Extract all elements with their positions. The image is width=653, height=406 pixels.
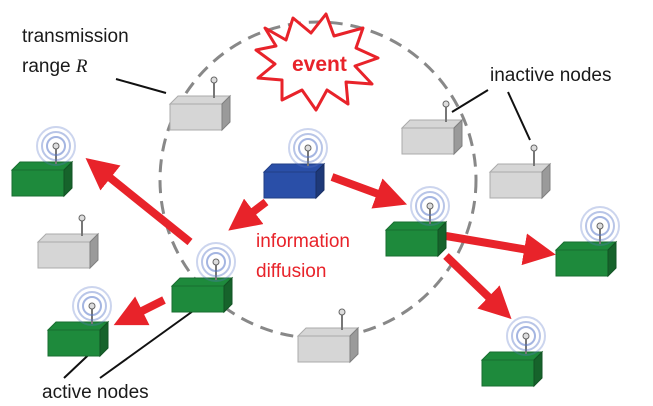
- node-box-front: [385, 229, 439, 257]
- signal-ring: [506, 316, 546, 356]
- signal-ring: [580, 206, 620, 246]
- information-label: information: [256, 231, 350, 252]
- node-box-side: [89, 232, 99, 270]
- range-label: range R: [22, 56, 88, 77]
- signal-ring: [420, 196, 440, 216]
- arrow-center-to-bottomleft: [113, 296, 166, 326]
- signal-ring: [46, 136, 66, 156]
- node-box-front: [481, 359, 535, 387]
- signal-ring: [36, 126, 76, 166]
- arrow-source-to-midright: [330, 173, 408, 209]
- node-box-side: [223, 276, 233, 314]
- signal-ring: [585, 211, 615, 241]
- signal-ring: [293, 133, 323, 163]
- node-box-front: [263, 171, 317, 199]
- node-active-mid-right: [384, 186, 450, 258]
- signal-ring: [298, 138, 318, 158]
- arrow-center-to-farleft: [85, 157, 193, 246]
- antenna-tip: [426, 202, 434, 210]
- node-box-front: [297, 335, 351, 363]
- node-box-side: [541, 162, 551, 200]
- node-box-side: [99, 320, 109, 358]
- antenna-tip: [210, 76, 218, 84]
- node-box-front: [489, 171, 543, 199]
- event-starburst: event: [254, 12, 380, 112]
- node-box-front: [171, 285, 225, 313]
- node-active-bottom-right: [480, 316, 546, 388]
- node-box-side: [315, 162, 325, 200]
- node-active-far-left: [10, 126, 76, 198]
- diffusion-arrows: [85, 157, 556, 326]
- node-inactive-right-1: [400, 100, 464, 156]
- arrow-source-to-center: [228, 198, 269, 231]
- signal-ring: [72, 286, 112, 326]
- signal-ring: [288, 128, 328, 168]
- transmission-label: transmission: [22, 26, 129, 47]
- node-box-front: [401, 127, 455, 155]
- node-box-top: [400, 119, 464, 129]
- signal-ring: [41, 131, 71, 161]
- node-inactive-bottom: [296, 308, 360, 364]
- signal-ring: [206, 252, 226, 272]
- node-box-front: [169, 103, 223, 131]
- signal-ring: [82, 296, 102, 316]
- antenna-tip: [88, 302, 96, 310]
- node-box-side: [533, 350, 543, 388]
- node-active-center: [170, 242, 236, 314]
- node-box-front: [37, 241, 91, 269]
- antenna-tip: [52, 142, 60, 150]
- node-box-front: [11, 169, 65, 197]
- event-label: event: [292, 53, 347, 76]
- antenna-tip: [442, 100, 450, 108]
- node-box-top: [36, 233, 100, 243]
- signal-ring: [77, 291, 107, 321]
- node-box-side: [453, 118, 463, 156]
- antenna-tip: [78, 214, 86, 222]
- signal-ring: [511, 321, 541, 351]
- node-box-top: [296, 327, 360, 337]
- antenna-tip: [304, 144, 312, 152]
- inactive-leader-1: [451, 89, 489, 113]
- node-box-side: [437, 220, 447, 258]
- node-active-far-right: [554, 206, 620, 278]
- antenna-tip: [338, 308, 346, 316]
- antenna-tip: [596, 222, 604, 230]
- node-inactive-left: [36, 214, 100, 270]
- antenna-tip: [530, 144, 538, 152]
- arrow-midright-to-farright: [445, 232, 556, 266]
- inactive-leader-2: [507, 91, 531, 141]
- node-inactive-top: [168, 76, 232, 132]
- signal-ring: [415, 191, 445, 221]
- range-leader-line: [115, 78, 167, 94]
- antenna-tip: [212, 258, 220, 266]
- antenna-tip: [522, 332, 530, 340]
- nodes-layer: [10, 76, 620, 388]
- signal-ring: [196, 242, 236, 282]
- node-box-front: [555, 249, 609, 277]
- signal-ring: [410, 186, 450, 226]
- node-inactive-right-2: [488, 144, 552, 200]
- node-box-side: [607, 240, 617, 278]
- active-leader-2: [99, 305, 201, 379]
- node-active-bottom-left: [46, 286, 112, 358]
- signal-ring: [590, 216, 610, 236]
- arrow-midright-to-bottomright: [443, 253, 512, 320]
- active-nodes-label: active nodes: [42, 382, 149, 403]
- signal-ring: [516, 326, 536, 346]
- node-box-side: [221, 94, 231, 132]
- range-symbol: R: [75, 56, 88, 77]
- node-box-front: [47, 329, 101, 357]
- node-box-top: [488, 163, 552, 173]
- diffusion-label: diffusion: [256, 261, 326, 282]
- inactive-nodes-label: inactive nodes: [490, 65, 611, 86]
- node-box-side: [63, 160, 73, 198]
- node-box-side: [349, 326, 359, 364]
- signal-ring: [201, 247, 231, 277]
- node-source: [262, 128, 328, 200]
- node-box-top: [168, 95, 232, 105]
